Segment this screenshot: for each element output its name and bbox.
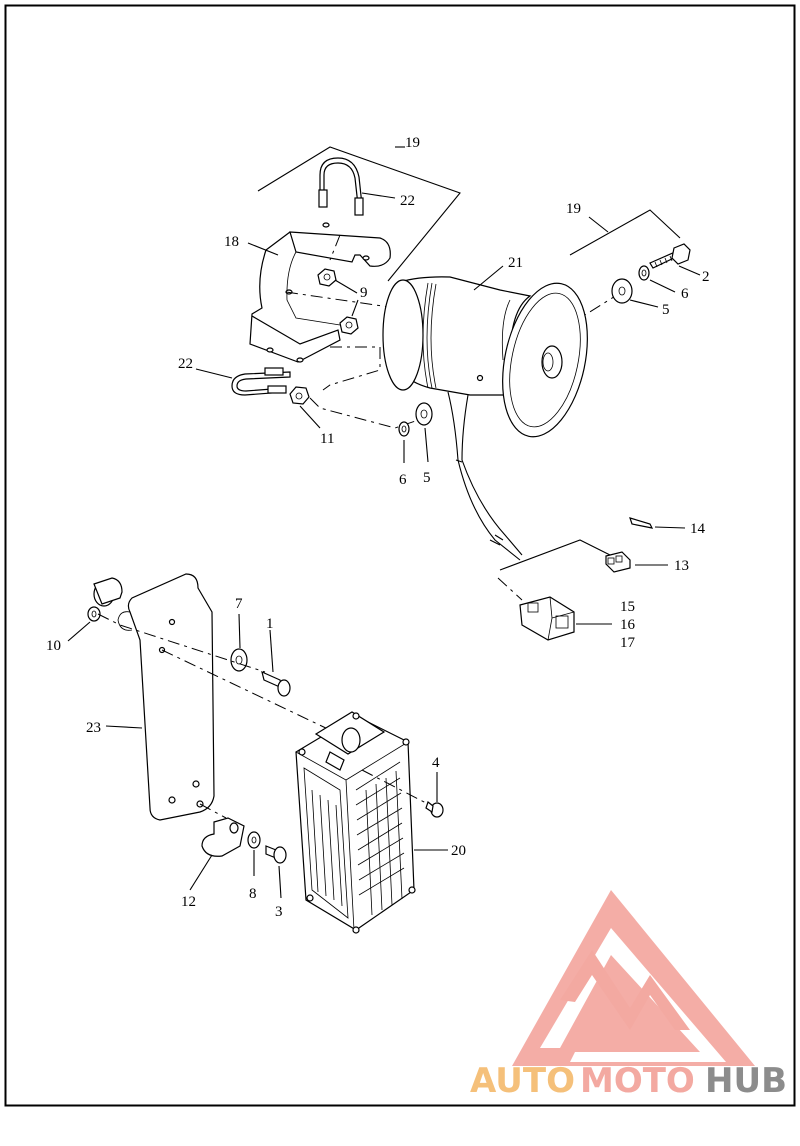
screw-3: [265, 845, 287, 864]
nut-11: [289, 386, 310, 405]
washer-6-lower: [398, 421, 410, 437]
u-bolt-top: [318, 157, 364, 216]
callout-21: 21: [508, 255, 523, 271]
dash-path-g: [161, 649, 331, 731]
dash-path-f: [97, 613, 266, 673]
horn-mount-bracket: [249, 222, 391, 363]
connector-13: [605, 551, 631, 573]
callout-10: 10: [46, 638, 61, 654]
leader-10: [67, 621, 91, 642]
callout-19-top: 19: [405, 135, 420, 151]
callout-3: 3: [275, 904, 283, 920]
leader-2: [678, 265, 701, 276]
leader-22b: [195, 368, 233, 379]
screw-4: [425, 800, 444, 818]
leader-6a: [649, 279, 676, 293]
group-line-19b: [569, 209, 681, 256]
callout-14: 14: [690, 521, 706, 537]
leader-5b: [424, 427, 429, 463]
dash-path-i: [199, 803, 227, 819]
washer-6-upper: [638, 265, 650, 281]
watermark-logo: AUTO MOTO HUB: [470, 890, 787, 1101]
washer-7: [230, 648, 248, 672]
logo-triangle: [512, 890, 755, 1066]
horn-body: [382, 276, 588, 438]
bolt-2: [649, 243, 691, 269]
callout-2: 2: [702, 269, 710, 285]
callout-6-lower: 6: [399, 472, 407, 488]
leader-18: [247, 242, 279, 256]
logo-inner-m: [560, 950, 690, 1030]
washer-5-lower: [415, 402, 433, 426]
dash-path-b: [322, 346, 381, 391]
callout-9: 9: [360, 285, 368, 301]
diagram-frame: [4, 4, 796, 1107]
callout-23: 23: [86, 720, 101, 736]
watermark-auto: AUTO: [470, 1061, 575, 1101]
washer-8: [247, 831, 261, 849]
leader-3: [278, 865, 282, 899]
callout-12: 12: [181, 894, 196, 910]
nut-9-lower: [339, 316, 359, 335]
amplifier-module: [295, 711, 416, 934]
leader-14: [654, 526, 686, 529]
callout-5-lower: 5: [423, 470, 431, 486]
amplifier-bracket: [117, 573, 215, 821]
leader-11: [299, 405, 321, 429]
leader-12: [189, 854, 213, 891]
connector-15-16-17: [519, 596, 575, 641]
spacer-tube: [93, 577, 123, 607]
callout-13: 13: [674, 558, 689, 574]
leader-1: [269, 629, 274, 673]
group-line-conn: [499, 539, 613, 571]
leader-23: [105, 725, 143, 729]
leader-7: [238, 613, 241, 649]
watermark-moto: MOTO: [580, 1061, 695, 1101]
leader-21: [473, 265, 504, 291]
leader-9b: [351, 299, 359, 317]
callout-5-upper: 5: [662, 302, 670, 318]
dash-path-h: [361, 769, 429, 805]
horn-wires: [447, 391, 523, 561]
callout-6-upper: 6: [681, 286, 689, 302]
callout-11: 11: [320, 431, 334, 447]
watermark-hub: HUB: [705, 1061, 787, 1101]
callout-labels: 19 22 18 9 21 19 2 6 5 22 11 6 5 14 13 1…: [46, 135, 710, 920]
leader-9: [334, 279, 358, 294]
dash-path-conn: [497, 577, 523, 601]
dash-path-e: [329, 234, 341, 261]
callout-15: 15: [620, 599, 635, 615]
u-bolt-lower: [231, 367, 291, 396]
callout-16: 16: [620, 617, 636, 633]
callout-19-right: 19: [566, 201, 581, 217]
group-line-19a: [257, 146, 461, 282]
callout-22-lower: 22: [178, 356, 193, 372]
leader-22a: [361, 192, 396, 199]
callout-20: 20: [451, 843, 466, 859]
leader-19b: [588, 216, 609, 233]
nut-9-upper: [317, 268, 337, 287]
callout-4: 4: [432, 755, 440, 771]
callout-22-top: 22: [400, 193, 415, 209]
bolt-1: [261, 670, 291, 697]
nut-10: [87, 606, 101, 622]
leader-5a: [629, 299, 659, 308]
callout-17: 17: [620, 635, 636, 651]
callout-7: 7: [235, 596, 243, 612]
callout-8: 8: [249, 886, 257, 902]
terminal-14: [629, 517, 654, 529]
callout-18: 18: [224, 234, 239, 250]
clamp-12: [201, 817, 245, 857]
callout-1: 1: [266, 616, 274, 632]
dash-path-c: [309, 397, 431, 429]
washer-5-upper: [611, 278, 633, 304]
